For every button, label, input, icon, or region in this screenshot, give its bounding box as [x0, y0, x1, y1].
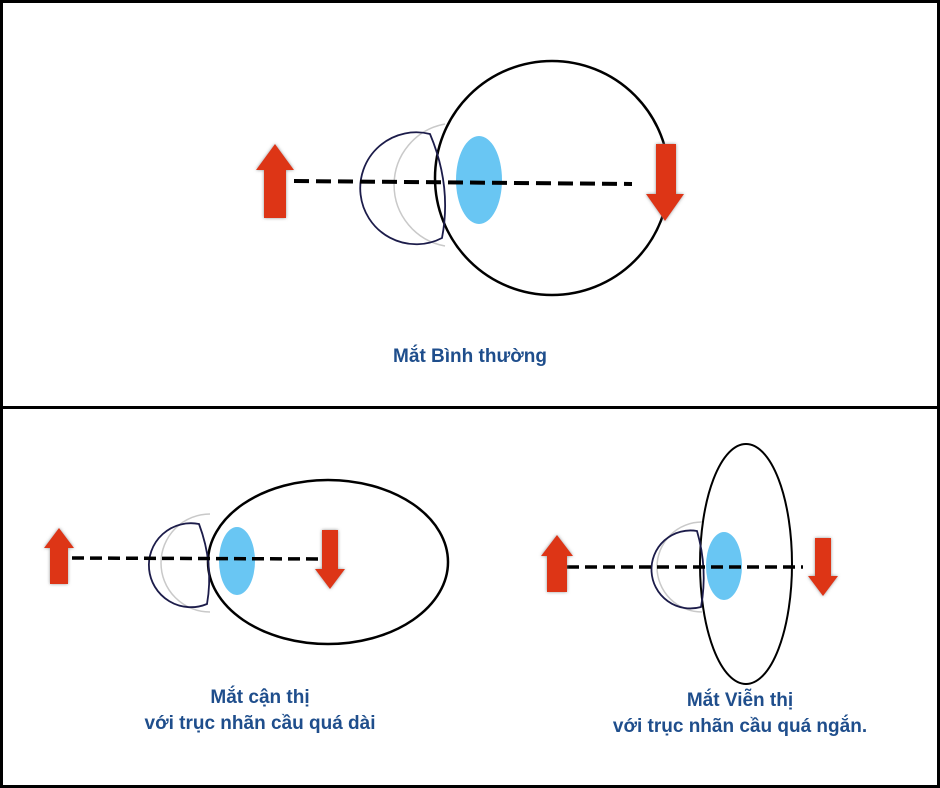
myopia-optical-axis	[71, 556, 323, 561]
hyperopia-object-arrow	[541, 535, 573, 592]
hyperopia-cornea	[650, 529, 705, 610]
myopia-image-arrow	[315, 530, 345, 589]
hyperopia-eyeball	[699, 443, 793, 685]
myopia-eye-diagram	[44, 478, 450, 646]
myopia-lens	[219, 527, 255, 595]
normal-eye-diagram	[256, 59, 684, 297]
normal-eye-caption-text: Mắt Bình thường	[393, 346, 547, 367]
normal-cornea	[359, 131, 446, 246]
normal-image-arrow	[646, 144, 684, 221]
normal-optical-axis	[293, 179, 633, 186]
myopia-caption-line1: Mắt cận thị	[210, 687, 310, 708]
normal-cornea-outer	[393, 123, 446, 247]
hyperopia-caption-line2: với trục nhãn cầu quá ngắn.	[612, 716, 868, 737]
normal-lens	[456, 136, 502, 224]
hyperopia-image-arrow	[808, 538, 838, 596]
hyperopia-eye-diagram	[541, 443, 838, 685]
myopia-caption-line2: với trục nhãn cầu quá dài	[144, 713, 376, 734]
hyperopia-caption: Mắt Viễn thị với trục nhãn cầu quá ngắn.	[570, 688, 910, 740]
hyperopia-caption-line1: Mắt Viễn thị	[686, 690, 794, 711]
normal-object-arrow	[256, 144, 294, 218]
myopia-cornea	[148, 522, 211, 609]
myopia-caption: Mắt cận thị với trục nhãn cầu quá dài	[100, 685, 420, 737]
refractive-error-panel	[0, 406, 940, 788]
hyperopia-lens	[706, 532, 742, 600]
normal-eye-caption: Mắt Bình thường	[330, 344, 610, 370]
myopia-object-arrow	[44, 528, 74, 584]
